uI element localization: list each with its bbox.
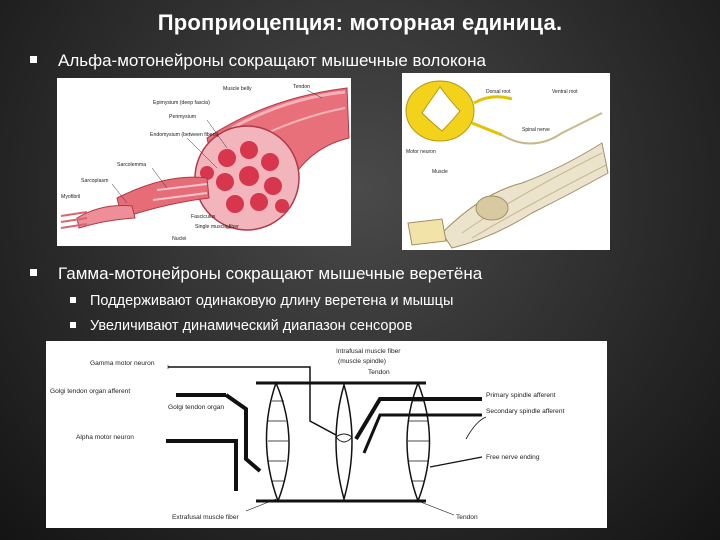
label-free-nerve-ending: Free nerve ending — [486, 454, 540, 461]
label-spinal-nerve: Spinal nerve — [522, 127, 550, 133]
label-nuclei: Nuclei — [172, 236, 186, 242]
label-intrafusal-fiber: Intrafusal muscle fiber — [336, 348, 401, 355]
label-fasciculus: Fasciculus — [191, 214, 216, 220]
sub-bullet-text: Увеличивают динамический диапазон сенсор… — [90, 318, 412, 334]
bullet-text: Альфа-мотонейроны сокращают мышечные вол… — [58, 51, 486, 71]
label-secondary-afferent: Secondary spindle afferent — [486, 408, 564, 415]
label-single-muscle-fiber: Single muscle fiber — [195, 224, 239, 230]
label-tendon-top: Tendon — [368, 369, 390, 376]
label-endomysium: Endomysium (between fibers) — [150, 132, 219, 138]
label-muscle-spindle: (muscle spindle) — [338, 358, 386, 365]
muscle-anatomy-figure: Tendon Muscle belly Epimysium (deep fasc… — [57, 78, 351, 246]
label-sarcolemma: Sarcolemma — [117, 162, 146, 168]
bullet-text: Гамма-мотонейроны сокращают мышечные вер… — [58, 264, 482, 284]
label-tendon: Tendon — [293, 84, 310, 90]
label-primary-afferent: Primary spindle afferent — [486, 392, 556, 399]
label-gamma-motor-neuron: Gamma motor neuron — [90, 360, 155, 367]
label-muscle-belly: Muscle belly — [223, 86, 252, 92]
spinal-cord-figure: Dorsal root Ventral root Motor neuron Sp… — [402, 73, 610, 250]
bullet-square-icon — [30, 56, 37, 63]
label-golgi-afferent: Golgi tendon organ afferent — [50, 388, 130, 395]
sub-bullet-text: Поддерживают одинаковую длину веретена и… — [90, 293, 453, 309]
bullet-square-icon — [30, 269, 37, 276]
label-golgi-organ: Golgi tendon organ — [168, 404, 224, 411]
label-ventral-root: Ventral root — [552, 89, 578, 95]
label-perimysium: Perimysium — [169, 114, 196, 120]
label-dorsal-root: Dorsal root — [486, 89, 511, 95]
slide-title: Проприоцепция: моторная единица. — [0, 10, 720, 36]
label-tendon-bottom: Tendon — [456, 514, 478, 521]
muscle-spindle-diagram: Gamma motor neuron Intrafusal muscle fib… — [46, 341, 607, 528]
label-alpha-motor-neuron: Alpha motor neuron — [76, 434, 134, 441]
label-muscle: Muscle — [432, 169, 448, 175]
label-extrafusal-fiber: Extrafusal muscle fiber — [172, 514, 239, 521]
label-motor-neuron: Motor neuron — [406, 149, 436, 155]
sub-bullet-square-icon — [70, 322, 76, 328]
label-myofibril: Myofibril — [61, 194, 80, 200]
sub-bullet-square-icon — [70, 297, 76, 303]
label-epimysium: Epimysium (deep fascia) — [153, 100, 210, 106]
label-sarcoplasm: Sarcoplasm — [81, 178, 108, 184]
